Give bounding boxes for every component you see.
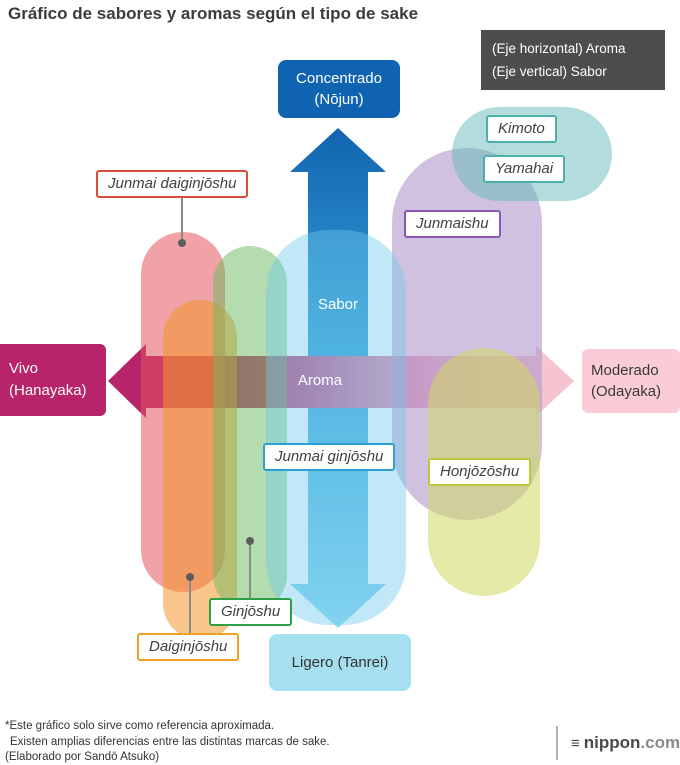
horizontal-axis-label: Aroma: [297, 372, 343, 389]
footnote-line-1: *Este gráfico solo sirve como referencia…: [5, 720, 275, 732]
logo-name: nippon: [583, 733, 641, 752]
connector-dot-ginjoshu: [246, 537, 254, 545]
connector-line-junmai-daiginjoshu: [181, 197, 183, 243]
label-junmai-ginjoshu: Junmai ginjōshu: [263, 443, 396, 471]
horizontal-arrowhead-left-icon: [108, 344, 146, 418]
logo-text[interactable]: ≡ nippon.com: [571, 733, 680, 753]
footnote-line-3: (Elaborado por Sandō Atsuko): [5, 751, 160, 763]
vertical-axis-label: Sabor: [317, 296, 359, 313]
legend-horizontal-line: (Eje horizontal) Aroma: [492, 41, 626, 56]
axis-legend-box: (Eje horizontal) Aroma (Eje vertical) Sa…: [481, 30, 665, 90]
axis-end-vivo-line2: (Hanayaka): [9, 382, 87, 399]
axis-end-ligero-label: Ligero (Tanrei): [291, 654, 389, 671]
label-honjozoshu: Honjōzōshu: [428, 458, 532, 486]
logo-tld: .com: [640, 733, 680, 752]
nippon-mark-icon: ≡: [571, 734, 580, 752]
legend-vertical-line: (Eje vertical) Sabor: [492, 64, 607, 79]
label-kimoto: Kimoto: [486, 115, 557, 143]
capsule-junmai-ginjoshu: [266, 230, 406, 625]
axis-end-ligero: Ligero (Tanrei): [269, 634, 411, 691]
axis-end-concentrado: Concentrado (Nōjun): [278, 60, 400, 118]
connector-line-daiginjoshu: [189, 577, 191, 634]
label-yamahai: Yamahai: [483, 155, 566, 183]
connector-line-ginjoshu: [249, 541, 251, 599]
axis-end-vivo: Vivo (Hanayaka): [0, 344, 106, 416]
label-daiginjoshu: Daiginjōshu: [137, 633, 240, 661]
nippon-logo[interactable]: ≡ nippon.com: [556, 726, 680, 760]
label-ginjoshu: Ginjōshu: [209, 598, 293, 626]
axis-end-concentrado-line2: (Nōjun): [314, 91, 364, 108]
connector-dot-daiginjoshu: [186, 573, 194, 581]
axis-end-vivo-line1: Vivo: [9, 360, 38, 377]
axis-end-moderado-line2: (Odayaka): [591, 383, 662, 400]
label-junmaishu: Junmaishu: [404, 210, 501, 238]
horizontal-arrowhead-right-icon: [536, 346, 574, 416]
label-junmai-daiginjoshu: Junmai daiginjōshu: [96, 170, 249, 198]
connector-dot-junmai-daiginjoshu: [178, 239, 186, 247]
logo-divider: [556, 726, 558, 760]
footnotes: *Este gráfico solo sirve como referencia…: [5, 719, 330, 765]
footnote-line-2: Existen amplias diferencias entre las di…: [10, 735, 330, 748]
axis-end-concentrado-line1: Concentrado: [296, 70, 382, 87]
axis-end-moderado: Moderado (Odayaka): [582, 349, 680, 413]
page-title: Gráfico de sabores y aromas según el tip…: [8, 4, 419, 23]
axis-end-moderado-line1: Moderado: [591, 362, 659, 379]
